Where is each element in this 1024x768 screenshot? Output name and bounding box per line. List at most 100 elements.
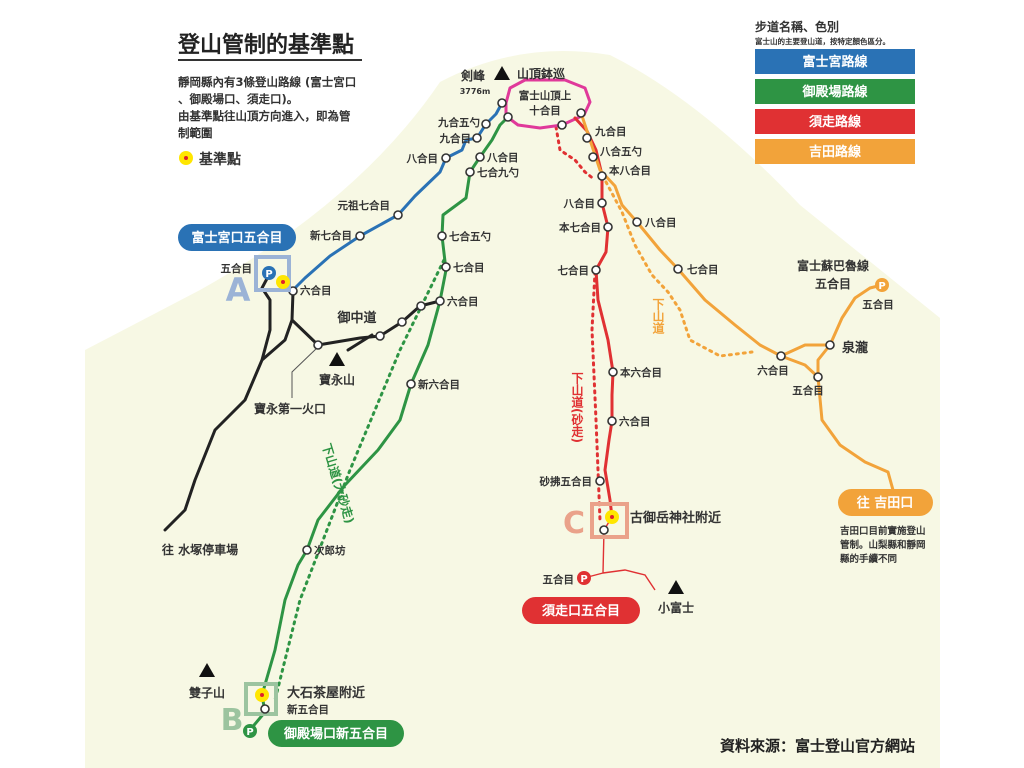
svg-text:七合目: 七合目 [687,263,719,276]
svg-text:本七合目: 本七合目 [559,221,601,234]
svg-text:五合目: 五合目 [221,262,253,275]
svg-text:八合目: 八合目 [406,152,439,165]
yoshida-note: 吉田口目前實施登山 [840,525,926,537]
gotemba-badge: 御殿場口新五合目 [268,720,404,747]
legend-item-fujinomiya: 富士宮路線 [755,49,915,74]
crater-walk-label: 山頂鉢巡 [517,66,565,81]
reference-point-legend: 基準點 [179,151,241,168]
svg-text:新六合目: 新六合目 [418,378,460,391]
point-b: B P 大石茶屋附近 新五合目 [221,682,365,738]
svg-text:B: B [221,703,244,738]
gotemba-stations: 次郎坊 新六合目 六合目 七合目 七合五勺 七合九勺 八合目 [302,112,519,557]
subaru-line-label: 富士蘇巴魯線 [797,258,869,273]
hoei-trail [163,271,442,532]
svg-text:新五合目: 新五合目 [287,703,329,716]
svg-text:古御岳神社附近: 古御岳神社附近 [630,510,721,526]
yoshida-badge: 往 吉田口 [838,489,933,516]
svg-text:大石茶屋附近: 大石茶屋附近 [287,685,365,701]
kofuji-mountain-icon [668,580,684,594]
summit-peak-icon [494,66,510,80]
legend-item-subashiri: 須走路線 [755,109,915,134]
svg-text:八合目: 八合目 [563,197,596,210]
svg-text:六合目: 六合目 [300,284,332,297]
summit-elevation: 3776m [460,87,491,96]
fujinomiya-route [281,101,504,292]
fujinomiya-badge: 富士宮口五合目 [178,224,296,251]
parking-icon [577,571,591,585]
parking-icon [262,266,276,280]
svg-text:本六合目: 本六合目 [620,366,662,379]
svg-text:往 水塚停車場: 往 水塚停車場 [162,542,238,557]
svg-text:九合五勺: 九合五勺 [437,116,480,129]
svg-text:八合目: 八合目 [644,216,677,229]
svg-text:六合目: 六合目 [757,364,789,377]
description-line: 靜岡縣內有3條登山路線 (富士宮口 [178,75,356,89]
page-title: 登山管制的基準點 [177,32,354,58]
subashiri-descent-trail [554,125,602,522]
svg-text:P: P [580,574,587,585]
svg-text:七合目: 七合目 [558,264,590,277]
yoshida-stations: 八合目 七合目 六合目 五合目 泉瀧 [632,216,868,397]
legend-heading: 步道名稱、色別 [755,19,839,34]
summit-tenth-label: 十合目 [529,104,561,117]
svg-text:須走路線: 須走路線 [808,114,862,130]
svg-text:P: P [246,727,253,738]
svg-text:須走口五合目: 須走口五合目 [541,603,620,619]
point-c: C 古御岳神社附近 P 五合目 [543,502,721,586]
svg-text:七合五勺: 七合五勺 [449,230,491,243]
svg-text:吉田路線: 吉田路線 [809,144,862,160]
svg-text:元祖七合目: 元祖七合目 [338,199,391,212]
fujinomiya-stations: 六合目 新七合目 元祖七合目 八合目 九合目 九合五勺 [288,98,507,297]
svg-text:砂拂五合目: 砂拂五合目 [539,475,593,488]
reference-point-label: 基準點 [199,151,241,168]
yoshida-route [579,111,895,492]
subashiri-lower-trail [583,516,656,591]
point-a: A P 五合目 [221,255,291,309]
parking-letter: P [878,281,885,292]
kofuji-mountain-label: 小富士 [658,600,694,615]
svg-text:八合目: 八合目 [486,151,519,164]
svg-text:富士宮口五合目: 富士宮口五合目 [191,230,282,246]
svg-text:六合目: 六合目 [619,415,651,428]
svg-text:寶永第一火口: 寶永第一火口 [254,401,326,416]
legend-item-yoshida: 吉田路線 [755,139,915,164]
svg-text:本八合目: 本八合目 [609,164,651,177]
svg-text:七合九勺: 七合九勺 [477,166,519,179]
svg-text:九合目: 九合目 [594,125,627,138]
subaru-station-label: 五合目 [862,298,894,311]
svg-text:寶永山: 寶永山 [319,372,355,387]
svg-text:次郎坊: 次郎坊 [314,544,346,557]
subashiri-stations: 砂拂五合目 六合目 本六合目 七合目 本七合目 八合目 本八合目 八合五勺 九合… [539,108,662,488]
svg-text:往 吉田口: 往 吉田口 [857,495,914,511]
mountain-silhouette [85,51,940,768]
svg-text:九合目: 九合目 [439,132,472,145]
parking-icon [875,278,889,292]
legend-subheading: 富士山的主要登山道，按特定顏色區分。 [755,36,890,46]
svg-text:五合目: 五合目 [792,384,824,397]
crater-leader-line [291,346,319,398]
legend-item-gotemba: 御殿場路線 [755,79,915,104]
svg-text:五合目: 五合目 [543,573,575,586]
description-line: 制範圍 [178,126,213,140]
yoshida-note: 縣的手續不同 [840,553,897,565]
svg-text:御中道: 御中道 [336,310,376,326]
svg-text:泉瀧: 泉瀧 [842,340,868,356]
svg-text:富士宮路線: 富士宮路線 [802,54,868,70]
svg-text:六合目: 六合目 [447,295,479,308]
parking-icon [243,724,257,738]
gotemba-descent-trail [273,258,446,702]
svg-text:P: P [265,269,272,280]
description-line: 由基準點往山頂方向進入，即為管 [178,109,351,123]
svg-text:御殿場路線: 御殿場路線 [801,84,868,100]
futago-mountain-icon [199,663,215,677]
summit-peak-name: 剣峰 [460,68,486,83]
svg-text:御殿場口新五合目: 御殿場口新五合目 [283,726,388,742]
yoshida-note: 管制。山梨縣和靜岡 [840,539,926,551]
summit-top-label: 富士山頂上 [519,89,572,102]
futago-mountain-label: 雙子山 [189,685,225,700]
subashiri-descent-label: 下山道(砂走) [570,372,584,443]
point-a-letter: A [226,271,251,309]
hoei-mountain-icon [329,352,345,366]
svg-text:八合五勺: 八合五勺 [599,145,642,158]
